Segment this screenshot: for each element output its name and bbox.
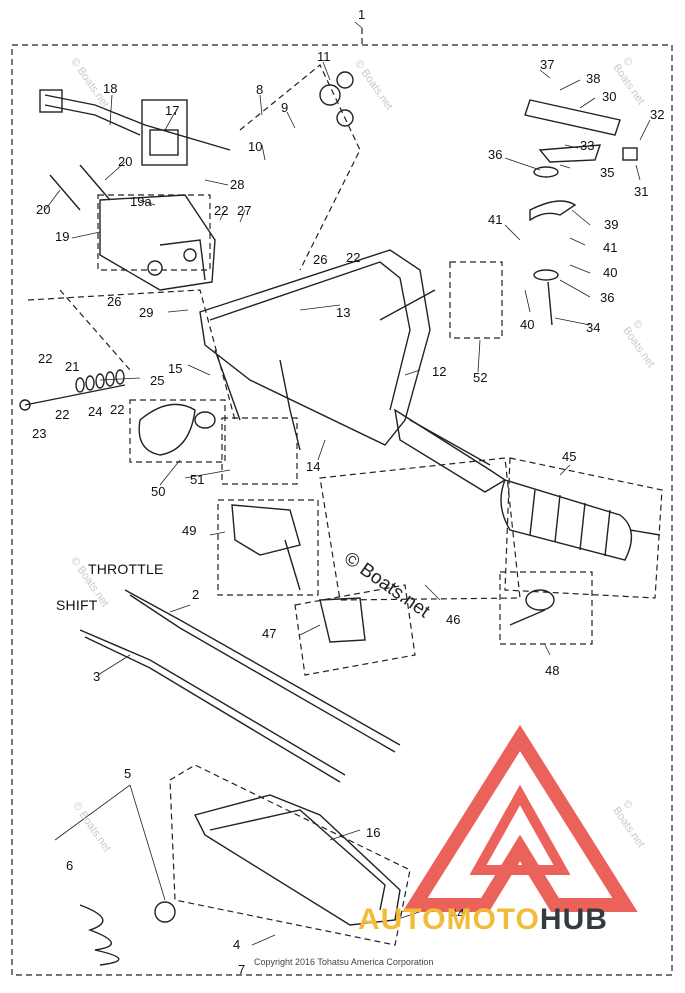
callout-label: 15 (168, 361, 183, 376)
callout-label: 10 (248, 139, 263, 154)
callout-label: 26 (313, 252, 328, 267)
callout-label: 50 (151, 484, 166, 499)
callout-label: 2 (192, 587, 200, 602)
callout-label: 23 (32, 426, 47, 441)
callout-label: 3 (93, 669, 101, 684)
callout-label: 38 (586, 71, 601, 86)
callout-label: 41 (603, 240, 618, 255)
bracket-19 (99, 194, 216, 291)
callout-label: 17 (165, 103, 180, 118)
callout-label: 21 (65, 359, 80, 374)
callout-label: 48 (545, 663, 560, 678)
callout-label: 14 (306, 459, 321, 474)
callout-label: 16 (366, 825, 381, 840)
callout-label: 46 (446, 612, 461, 627)
callout-label: 1 (358, 7, 366, 22)
callout-label: 22 (55, 407, 70, 422)
lower-cover-16 (193, 794, 401, 926)
throttle-label: THROTTLE (88, 561, 164, 577)
bolt-23 (24, 384, 126, 406)
knob-50 (138, 403, 196, 456)
callout-label: 6 (66, 858, 74, 873)
callout-label: 5 (124, 766, 132, 781)
callout-label: 35 (600, 165, 615, 180)
callout-label: 4 (233, 937, 241, 952)
callout-label: 20 (36, 202, 51, 217)
callout-label: 47 (262, 626, 277, 641)
callout-label: 19a (130, 194, 152, 209)
tiller-arm (394, 408, 507, 493)
callout-label: 40 (603, 265, 618, 280)
callout-label: 18 (103, 81, 118, 96)
callout-label: 22 (38, 351, 53, 366)
copyright-text: Copyright 2016 Tohatsu America Corporati… (254, 957, 434, 967)
brand-part-hub: HUB (539, 903, 608, 936)
harness-18 (44, 94, 231, 151)
callout-label: 9 (281, 100, 289, 115)
brand-part-moto: MOTO (446, 903, 540, 936)
callout-label: 25 (150, 373, 165, 388)
shift-label: SHIFT (56, 597, 98, 613)
callout-label: 36 (488, 147, 503, 162)
callout-label: 41 (488, 212, 503, 227)
callout-label: 7 (238, 962, 246, 977)
callout-label: 34 (586, 320, 601, 335)
callout-label: 22 (346, 250, 361, 265)
cable-3 (79, 629, 346, 776)
tiller-housing (199, 249, 431, 446)
brand-part-auto: AUTO (358, 903, 447, 936)
callout-label: 49 (182, 523, 197, 538)
callout-label: 32 (650, 107, 665, 122)
callout-label: 31 (634, 184, 649, 199)
callout-label: 37 (540, 57, 555, 72)
callout-label: 45 (562, 449, 577, 464)
callout-label: 8 (256, 82, 264, 97)
callout-label: 24 (88, 404, 103, 419)
callout-label: 39 (604, 217, 619, 232)
callout-label: 22 (110, 402, 125, 417)
callout-label: 30 (602, 89, 617, 104)
callout-label: 28 (230, 177, 245, 192)
grip (500, 479, 633, 561)
callout-label: 52 (473, 370, 488, 385)
callout-label: 12 (432, 364, 447, 379)
callout-label: 13 (336, 305, 351, 320)
coil-cord (79, 904, 120, 966)
callout-label: 11 (317, 49, 331, 64)
callout-label: 22 (214, 203, 229, 218)
callout-label: 29 (139, 305, 154, 320)
callout-label: 20 (118, 154, 133, 169)
callout-label: 33 (580, 138, 595, 153)
brand-wordmark: AUTOMOTOHUB (358, 903, 608, 937)
callout-label: 44 (450, 906, 465, 921)
callout-label: 36 (600, 290, 615, 305)
outer-frame (11, 44, 673, 976)
brand-logo-mark (402, 724, 638, 912)
callout-label: 27 (237, 203, 252, 218)
callout-label: 40 (520, 317, 535, 332)
callout-label: 51 (190, 472, 205, 487)
callout-label: 19 (55, 229, 70, 244)
callout-label: 26 (107, 294, 122, 309)
cable-2 (124, 589, 401, 746)
